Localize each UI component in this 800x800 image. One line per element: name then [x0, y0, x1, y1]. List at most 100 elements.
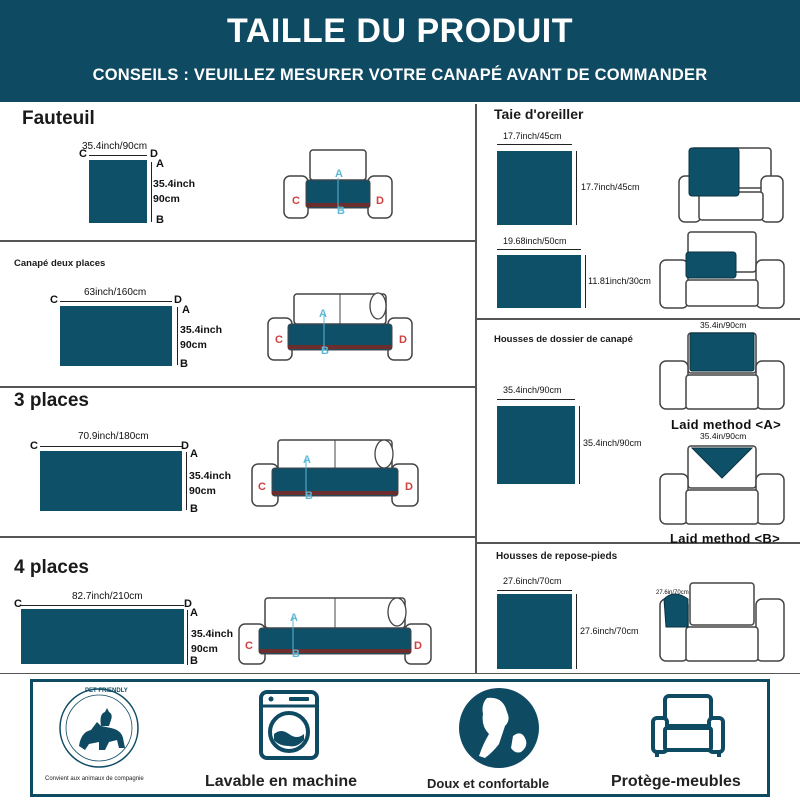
divider-right-2: [477, 542, 800, 544]
taie-p1-height-arrow: [576, 151, 577, 225]
letter-d: D: [184, 598, 192, 610]
divider-left-2: [0, 386, 475, 388]
trois-places-depth-arrow: [186, 452, 187, 510]
letter-c: C: [79, 148, 87, 160]
chair-letter-d: D: [376, 195, 384, 207]
letter-c: C: [14, 598, 22, 610]
fauteuil-fabric-swatch: [89, 160, 147, 223]
dossier-swatch: [497, 406, 575, 484]
taie-p2-height-arrow: [585, 255, 586, 308]
armchair-pillow-illustration: [678, 147, 784, 223]
section-title-dossier: Housses de dossier de canapé: [494, 334, 633, 345]
letter-a: A: [190, 607, 198, 619]
section-title-quatre-places: 4 places: [14, 557, 89, 578]
repose-width-arrow: [497, 590, 572, 591]
letter-a: A: [190, 448, 198, 460]
repose-width: 27.6inch/70cm: [503, 576, 562, 586]
pet-caption: Convient aux animaux de compagnie: [45, 776, 144, 782]
letter-d: D: [150, 148, 158, 160]
divider-left-1: [0, 240, 475, 242]
letter-b: B: [190, 503, 198, 515]
taie-p1-width: 17.7inch/45cm: [503, 131, 562, 141]
taie-p2-swatch: [497, 255, 581, 308]
dossier-width: 35.4inch/90cm: [503, 385, 562, 395]
sofa4-letter-d: D: [414, 640, 422, 652]
header-banner: TAILLE DU PRODUIT CONSEILS : VEUILLEZ ME…: [0, 0, 800, 102]
letter-c: C: [50, 294, 58, 306]
sofa4-letter-a: A: [290, 612, 298, 624]
quatre-places-width-label: 82.7inch/210cm: [72, 591, 143, 602]
repose-height-arrow: [576, 594, 577, 669]
sofa4-letter-b: B: [292, 648, 300, 660]
sofa3-letter-c: C: [258, 481, 266, 493]
letter-d: D: [174, 294, 182, 306]
pet-friendly-badge-icon: [59, 688, 139, 768]
sofa3-letter-a: A: [303, 454, 311, 466]
armchair-lumbar-pillow-illustration: [659, 231, 785, 309]
letter-a: A: [156, 158, 164, 170]
sofa4-letter-c: C: [245, 640, 253, 652]
deux-places-depth-inch: 35.4inch: [180, 324, 223, 336]
section-title-fauteuil: Fauteuil: [22, 108, 95, 129]
sofa2-letter-c: C: [275, 334, 283, 346]
method-b-label: Laid method <B>: [670, 531, 780, 546]
divider-right-1: [477, 318, 800, 320]
chair-letter-a: A: [335, 168, 343, 180]
fauteuil-depth-cm: 90cm: [153, 193, 180, 205]
sofa3-letter-b: B: [305, 490, 313, 502]
letter-b: B: [156, 214, 164, 226]
letter-a: A: [182, 304, 190, 316]
armchair-illustration: [283, 149, 393, 219]
four-seat-sofa-illustration: [238, 597, 432, 665]
soft-label: Doux et confortable: [427, 776, 550, 791]
method-b-width: 35.4in/90cm: [700, 431, 747, 441]
three-seat-sofa-illustration: [251, 439, 419, 507]
page-subtitle: CONSEILS : VEUILLEZ MESURER VOTRE CANAPÉ…: [92, 66, 708, 84]
quatre-places-depth-arrow: [187, 610, 188, 665]
section-title-repose: Housses de repose-pieds: [496, 551, 618, 562]
trois-places-width-arrow: [40, 446, 182, 447]
trois-places-depth-cm: 90cm: [189, 485, 216, 497]
quatre-places-depth-cm: 90cm: [191, 643, 218, 655]
quatre-places-depth-inch: 35.4inch: [191, 628, 234, 640]
sofa3-letter-d: D: [405, 481, 413, 493]
deux-places-fabric-swatch: [60, 306, 172, 366]
trois-places-fabric-swatch: [40, 451, 182, 511]
sofa2-letter-a: A: [319, 308, 327, 320]
quatre-places-width-arrow: [21, 605, 184, 606]
repose-height: 27.6inch/70cm: [580, 626, 639, 636]
features-footer: PET FRIENDLY Convient aux animaux de com…: [30, 679, 770, 797]
deux-places-width-label: 63inch/160cm: [84, 287, 147, 298]
armchair-protector-icon: [651, 694, 725, 757]
pet-friendly-badge-text: PET FRIENDLY: [85, 688, 128, 694]
trois-places-depth-inch: 35.4inch: [189, 470, 232, 482]
loveseat-illustration: [267, 292, 413, 361]
dossier-width-arrow: [497, 399, 575, 400]
fauteuil-depth-arrow: [151, 162, 152, 222]
section-title-deux-places: Canapé deux places: [14, 258, 106, 269]
taie-p1-width-arrow: [497, 144, 572, 145]
deux-places-depth-arrow: [177, 307, 178, 365]
letter-b: B: [180, 358, 188, 370]
soft-comfort-icon: [459, 688, 539, 768]
fauteuil-width-arrow: [89, 155, 147, 156]
section-title-trois-places: 3 places: [14, 390, 89, 411]
deux-places-depth-cm: 90cm: [180, 339, 207, 351]
deux-places-width-arrow: [60, 301, 172, 302]
fauteuil-width-label: 35.4inch/90cm: [82, 141, 148, 152]
taie-p1-swatch: [497, 151, 572, 225]
dossier-height: 35.4inch/90cm: [583, 438, 642, 448]
armchair-method-b-illustration: [659, 445, 785, 525]
dossier-height-arrow: [579, 406, 580, 484]
taie-p1-height: 17.7inch/45cm: [581, 182, 640, 192]
sofa2-letter-d: D: [399, 334, 407, 346]
divider-vertical: [475, 104, 477, 674]
divider-left-3: [0, 536, 475, 538]
section-title-taie: Taie d'oreiller: [494, 106, 584, 122]
fauteuil-depth-inch: 35.4inch: [153, 178, 196, 190]
taie-p2-width: 19.68inch/50cm: [503, 236, 567, 246]
taie-p2-height: 11.81inch/30cm: [588, 276, 651, 286]
taie-p2-width-arrow: [497, 249, 581, 250]
method-a-width: 35.4in/90cm: [700, 320, 747, 330]
washing-machine-icon: [259, 690, 319, 760]
